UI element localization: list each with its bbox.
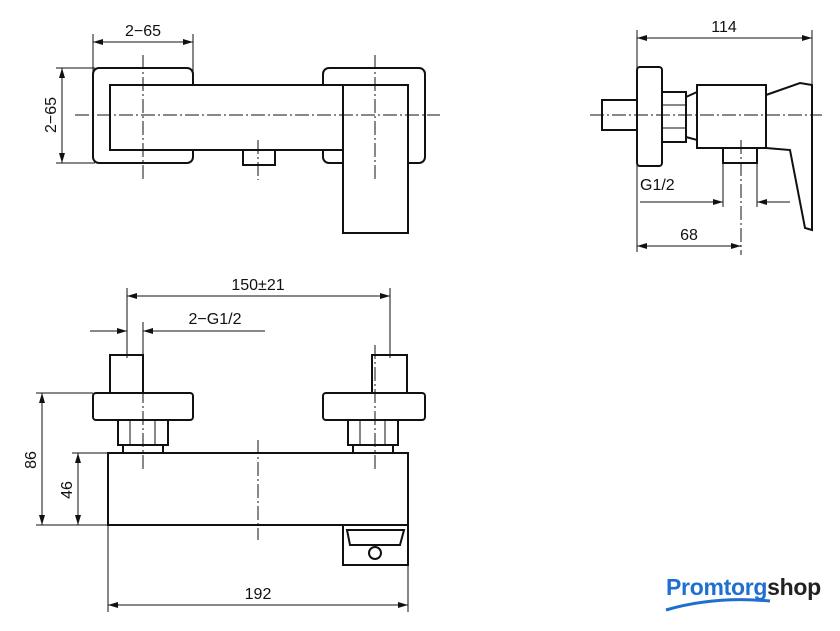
left-inlet — [109, 354, 144, 394]
dim-top-width: 2−65 — [125, 23, 161, 40]
body — [696, 84, 767, 149]
right-nut — [347, 419, 399, 446]
side-view: 114 G1/2 68 — [590, 19, 822, 255]
diverter — [342, 525, 409, 566]
outlet-nut — [722, 147, 758, 164]
outlet-nut — [242, 149, 276, 166]
right-inlet — [371, 354, 408, 394]
wall-plate — [636, 66, 663, 167]
dim-thread: G1/2 — [640, 177, 675, 194]
top-view: 2−65 2−65 — [43, 23, 440, 234]
dim-total-height: 86 — [23, 451, 40, 469]
dim-total-length: 192 — [245, 586, 272, 603]
dim-depth: 114 — [711, 19, 737, 36]
logo-swoosh — [665, 598, 771, 612]
dim-outlet: 68 — [680, 227, 698, 244]
promtorgshop-logo: Promtorgshop — [666, 574, 821, 600]
lever-handle — [342, 84, 409, 234]
hex-nut — [661, 91, 687, 143]
dim-centers: 150±21 — [231, 277, 284, 294]
dim-body-height: 46 — [59, 481, 76, 499]
right-plate — [322, 392, 426, 421]
dim-top-height: 2−65 — [43, 97, 60, 133]
front-view: 150±21 2−G1/2 86 46 192 — [23, 277, 426, 612]
dim-inlet-thread: 2−G1/2 — [189, 311, 242, 328]
handle — [765, 81, 813, 232]
